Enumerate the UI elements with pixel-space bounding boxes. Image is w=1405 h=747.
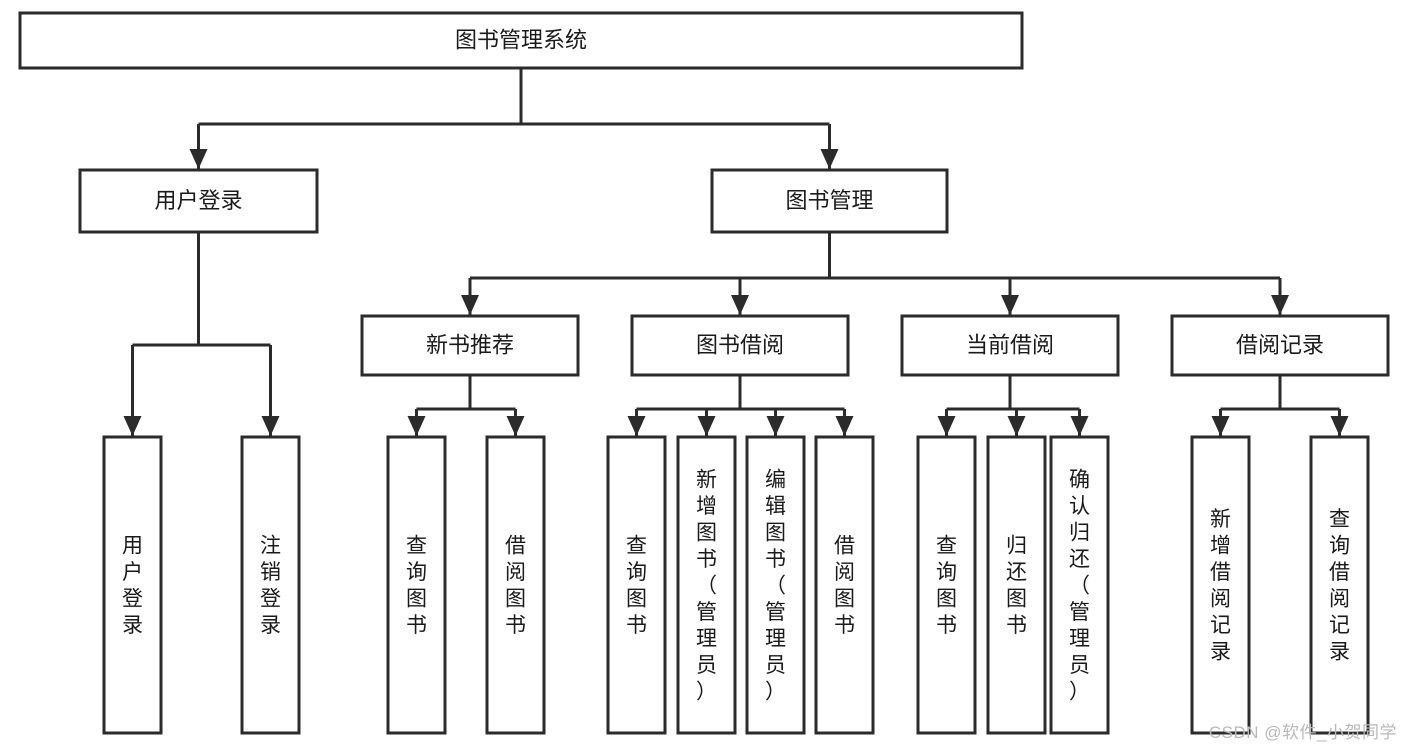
connector-group — [627, 375, 854, 436]
connector-group — [407, 375, 525, 436]
arrow-head-icon — [1330, 416, 1349, 436]
node-box[interactable] — [676, 435, 737, 735]
node-leaf-query-record[interactable]: 查询借阅记录 — [1309, 435, 1370, 735]
arrow-head-icon — [1007, 416, 1026, 436]
arrow-head-icon — [1001, 295, 1019, 315]
arrow-head-icon — [937, 416, 956, 436]
arrow-head-icon — [123, 416, 142, 436]
node-box[interactable] — [360, 314, 580, 377]
arrow-head-icon — [461, 295, 479, 315]
node-leaf-add-book[interactable]: 新增图书（管理员） — [676, 435, 737, 735]
node-label: 编辑图书（管理员） — [765, 468, 786, 703]
node-label: 查询图书 — [936, 535, 957, 638]
node-box[interactable] — [710, 168, 949, 234]
node-label: 新书推荐 — [426, 332, 514, 357]
node-leaf-user-login[interactable]: 用户登录 — [102, 435, 163, 735]
node-root[interactable]: 图书管理系统 — [18, 11, 1024, 70]
node-label: 查询借阅记录 — [1329, 508, 1350, 664]
arrow-head-icon — [407, 416, 426, 436]
node-box[interactable] — [485, 435, 546, 735]
node-user-login[interactable]: 用户登录 — [78, 168, 319, 234]
node-box[interactable] — [1309, 435, 1370, 735]
connector-group — [461, 232, 1289, 315]
node-box[interactable] — [1190, 435, 1251, 735]
node-label: 查询图书 — [626, 535, 647, 638]
arrow-head-icon — [1271, 295, 1289, 315]
node-label: 图书管理系统 — [455, 27, 587, 52]
node-box[interactable] — [745, 435, 806, 735]
arrow-head-icon — [189, 149, 208, 169]
node-label: 当前借阅 — [966, 332, 1054, 357]
node-current-borrow[interactable]: 当前借阅 — [900, 314, 1120, 377]
node-leaf-borrow-book-2[interactable]: 借阅图书 — [814, 435, 875, 735]
arrow-head-icon — [1211, 416, 1230, 436]
node-leaf-query-book-1[interactable]: 查询图书 — [386, 435, 447, 735]
node-box[interactable] — [18, 11, 1024, 70]
node-box[interactable] — [102, 435, 163, 735]
connector-group — [123, 232, 280, 436]
node-label: 查询图书 — [406, 535, 427, 638]
connector-layer — [123, 68, 1349, 436]
node-box[interactable] — [916, 435, 977, 735]
node-box[interactable] — [78, 168, 319, 234]
arrow-head-icon — [820, 149, 839, 169]
node-label: 图书管理 — [785, 188, 873, 213]
node-label: 借阅记录 — [1236, 332, 1324, 357]
node-box[interactable] — [1170, 314, 1390, 377]
arrow-head-icon — [835, 416, 854, 436]
arrow-head-icon — [627, 416, 646, 436]
arrow-head-icon — [506, 416, 525, 436]
node-leaf-edit-book[interactable]: 编辑图书（管理员） — [745, 435, 806, 735]
node-label: 借阅图书 — [834, 535, 855, 638]
node-label: 新增借阅记录 — [1210, 508, 1231, 664]
node-book-manage[interactable]: 图书管理 — [710, 168, 949, 234]
arrow-head-icon — [766, 416, 785, 436]
node-box[interactable] — [630, 314, 850, 377]
node-borrow-record[interactable]: 借阅记录 — [1170, 314, 1390, 377]
node-label: 归还图书 — [1006, 535, 1027, 638]
node-book-borrow[interactable]: 图书借阅 — [630, 314, 850, 377]
node-label: 借阅图书 — [505, 535, 526, 638]
node-new-book-recommend[interactable]: 新书推荐 — [360, 314, 580, 377]
node-box[interactable] — [900, 314, 1120, 377]
node-layer: 图书管理系统用户登录图书管理新书推荐图书借阅当前借阅借阅记录用户登录注销登录查询… — [18, 11, 1390, 735]
arrow-head-icon — [731, 295, 749, 315]
arrow-head-icon — [697, 416, 716, 436]
node-box[interactable] — [1049, 435, 1110, 735]
node-label: 用户登录 — [122, 535, 143, 638]
node-box[interactable] — [814, 435, 875, 735]
node-label: 注销登录 — [260, 535, 281, 638]
node-label: 新增图书（管理员） — [696, 468, 717, 703]
connector-group — [1211, 375, 1349, 436]
node-leaf-return-book[interactable]: 归还图书 — [986, 435, 1047, 735]
arrow-head-icon — [261, 416, 280, 436]
node-box[interactable] — [240, 435, 301, 735]
node-box[interactable] — [606, 435, 667, 735]
node-leaf-add-record[interactable]: 新增借阅记录 — [1190, 435, 1251, 735]
node-label: 图书借阅 — [696, 332, 784, 357]
node-label: 用户登录 — [154, 188, 242, 213]
node-leaf-query-book-3[interactable]: 查询图书 — [916, 435, 977, 735]
node-leaf-query-book-2[interactable]: 查询图书 — [606, 435, 667, 735]
node-leaf-borrow-book-1[interactable]: 借阅图书 — [485, 435, 546, 735]
node-box[interactable] — [986, 435, 1047, 735]
connector-group — [189, 68, 839, 169]
node-leaf-logout[interactable]: 注销登录 — [240, 435, 301, 735]
connector-group — [937, 375, 1089, 436]
arrow-head-icon — [1070, 416, 1089, 436]
node-box[interactable] — [386, 435, 447, 735]
node-leaf-confirm-return[interactable]: 确认归还（管理员） — [1049, 435, 1110, 735]
node-label: 确认归还（管理员） — [1069, 468, 1090, 703]
